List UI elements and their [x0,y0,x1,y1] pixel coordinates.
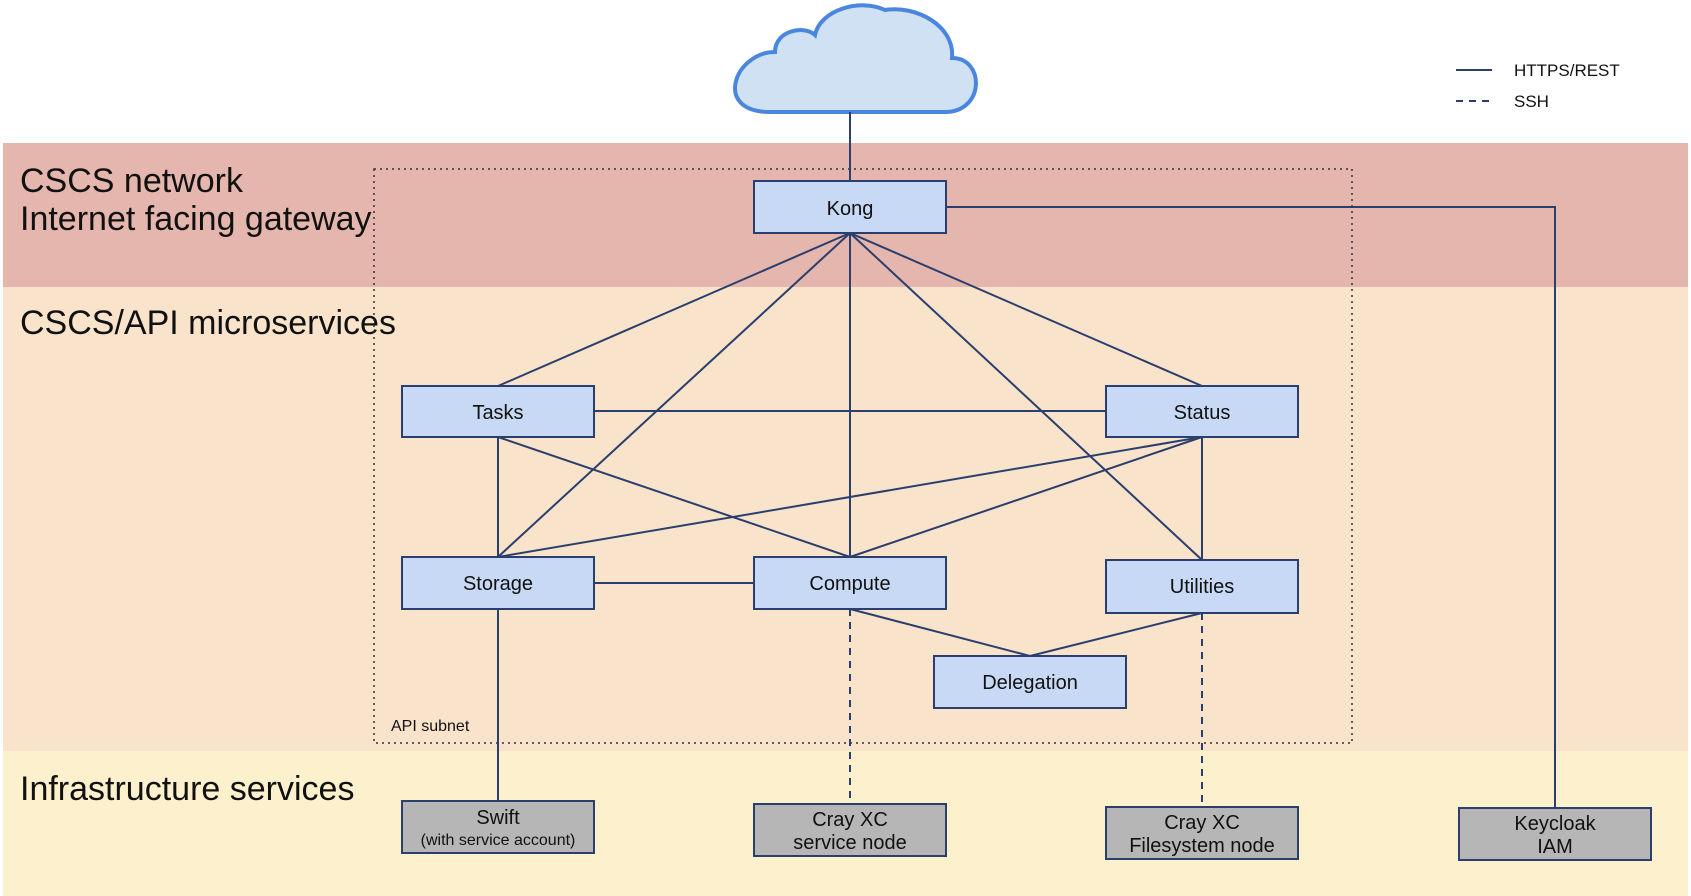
node-keycloak[interactable]: Keycloak IAM [1458,807,1652,861]
swift-label-line1: Swift [476,807,520,829]
legend-https-label: HTTPS/REST [1514,61,1620,80]
cray-filesystem-label-line1: Cray XC [1164,812,1240,834]
gateway-zone-label-line2: Internet facing gateway [20,200,372,238]
cray-service-label-line1: Cray XC [812,809,888,831]
node-kong[interactable]: Kong [753,180,947,234]
node-delegation[interactable]: Delegation [933,655,1127,709]
kong-label: Kong [827,198,874,220]
ssh-connections [849,609,1203,807]
edge-utilities-delegation [1029,612,1203,657]
edge-compute-delegation [849,608,1031,657]
edge-kong-utilities [849,232,1203,561]
swift-label-line2: (with service account) [421,832,576,849]
microservices-band [3,287,1688,751]
infrastructure-zone-label: Infrastructure services [20,770,354,808]
node-cray-filesystem[interactable]: Cray XC Filesystem node [1105,806,1299,860]
edge-status-compute [849,436,1203,558]
edge-kong-keycloak [946,206,1556,808]
cray-service-label-line2: service node [793,832,906,854]
legend: HTTPS/REST SSH [1456,61,1620,111]
node-utilities[interactable]: Utilities [1105,559,1299,614]
cray-filesystem-label-line2: Filesystem node [1129,835,1275,857]
https-connections [497,112,1556,808]
edge-tasks-compute [497,436,851,558]
node-compute[interactable]: Compute [753,556,947,610]
microservices-zone-label: CSCS/API microservices [20,304,396,342]
node-swift[interactable]: Swift (with service account) [401,800,595,854]
compute-label: Compute [809,573,890,595]
tasks-label: Tasks [472,402,523,424]
storage-label: Storage [463,573,533,595]
edge-kong-storage [497,232,851,558]
node-tasks[interactable]: Tasks [401,385,595,438]
delegation-label: Delegation [982,672,1078,694]
keycloak-label-line1: Keycloak [1514,813,1596,835]
edge-kong-tasks [497,232,851,387]
status-label: Status [1174,402,1231,424]
legend-ssh-label: SSH [1514,92,1549,111]
node-storage[interactable]: Storage [401,556,595,610]
edge-kong-status [849,232,1203,387]
keycloak-label-line2: IAM [1537,836,1573,858]
edge-status-storage [497,436,1203,558]
api-subnet-label: API subnet [391,718,470,735]
utilities-label: Utilities [1170,576,1234,598]
internet-cloud-icon [733,3,978,114]
node-status[interactable]: Status [1105,385,1299,438]
api-subnet-frame [373,168,1353,744]
gateway-zone-label-line1: CSCS network [20,162,244,200]
node-cray-service[interactable]: Cray XC service node [753,803,947,857]
